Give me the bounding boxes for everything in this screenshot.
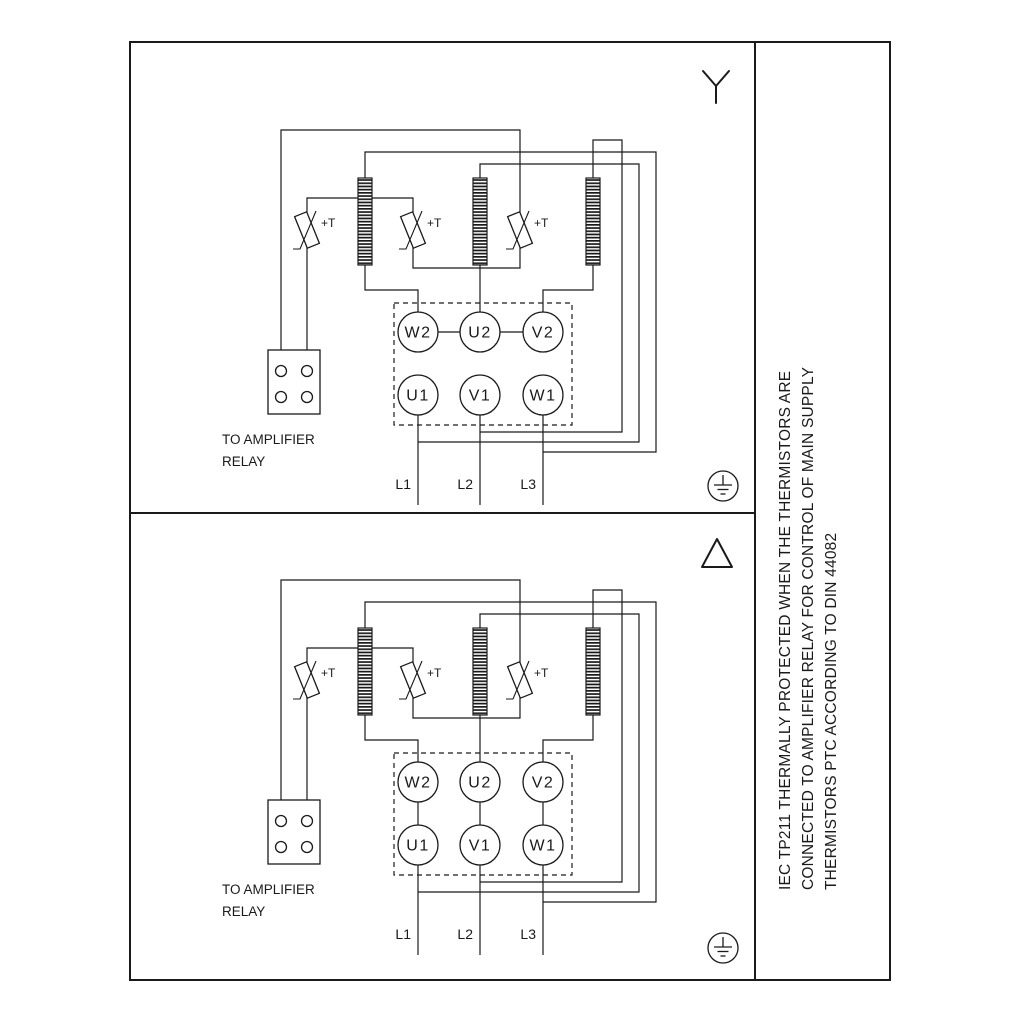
sidebar-note-line3: THERMISTORS PTC ACCORDING TO DIN 44082 bbox=[823, 533, 840, 890]
star-symbol bbox=[702, 70, 730, 104]
sidebar-note-line1: IEC TP211 THERMALLY PROTECTED WHEN THE T… bbox=[777, 371, 794, 890]
delta-terminal-links bbox=[417, 802, 544, 825]
ground-icon bbox=[707, 470, 739, 502]
sidebar-note: IEC TP211 THERMALLY PROTECTED WHEN THE T… bbox=[777, 367, 840, 890]
panel-delta-connection bbox=[221, 538, 739, 964]
diagram-frame bbox=[129, 41, 891, 981]
delta-symbol bbox=[701, 538, 733, 568]
panel-star-connection bbox=[221, 70, 739, 506]
sidebar-note-line2: CONNECTED TO AMPLIFIER RELAY FOR CONTROL… bbox=[800, 367, 817, 890]
outer-border bbox=[129, 41, 891, 981]
ground-icon bbox=[707, 932, 739, 964]
